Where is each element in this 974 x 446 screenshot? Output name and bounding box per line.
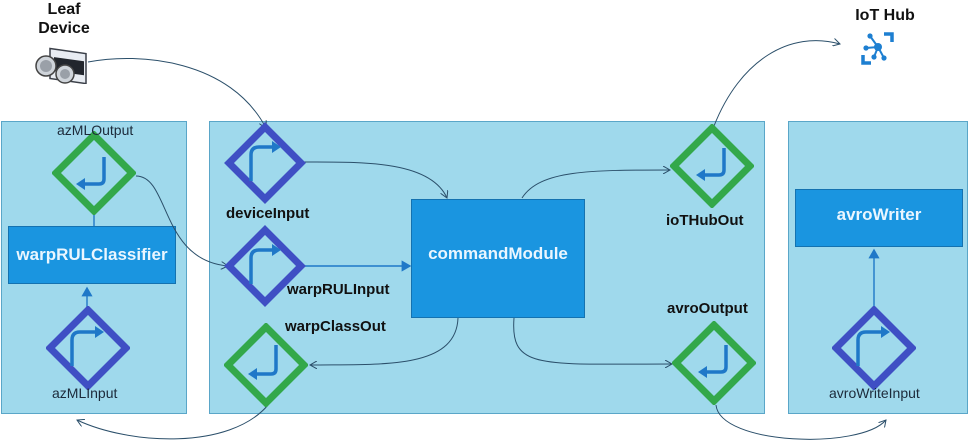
command-module-label: commandModule <box>428 243 568 263</box>
azml-input-label: azMLInput <box>52 385 118 401</box>
input-arrow-icon <box>70 330 98 366</box>
device-input-label: deviceInput <box>226 205 310 222</box>
azml-input-port[interactable] <box>45 305 131 391</box>
azml-output-label: azMLOutput <box>57 122 134 138</box>
warp-rul-classifier-label: warpRULClassifier <box>16 245 168 264</box>
avro-panel <box>788 121 968 414</box>
ultrasonic-sensor-icon <box>32 44 88 85</box>
leaf-device-title-line1: Leaf <box>47 1 81 18</box>
iothub-out-label: ioTHubOut <box>666 212 744 229</box>
output-arrow-icon <box>82 157 106 186</box>
iot-hub-icon <box>860 31 896 67</box>
warp-rul-input-port[interactable] <box>223 224 307 308</box>
azml-output-port[interactable] <box>51 130 137 216</box>
warp-rul-classifier-module[interactable]: warpRULClassifier <box>8 226 176 284</box>
iothub-out-port[interactable] <box>669 123 755 209</box>
iot-hub-title: IoT Hub <box>855 7 915 24</box>
avro-write-input-port[interactable] <box>831 305 917 391</box>
avro-output-port[interactable] <box>671 320 757 406</box>
avro-writer-label: avroWriter <box>836 205 922 224</box>
avro-write-input-label: avroWriteInput <box>829 385 920 401</box>
leaf-device-title-line2: Device <box>38 20 90 37</box>
connector-leaf-to-deviceinput <box>87 57 266 128</box>
leaf-device-title: Leaf Device <box>26 0 102 38</box>
warp-class-out-label: warpClassOut <box>285 318 386 335</box>
warp-class-out-port[interactable] <box>223 322 309 408</box>
avro-output-label: avroOutput <box>667 300 748 317</box>
connector-iothubout-to-iothub <box>713 41 840 127</box>
avro-writer-module[interactable]: avroWriter <box>795 189 963 247</box>
device-input-port[interactable] <box>223 121 307 205</box>
command-module[interactable]: commandModule <box>411 199 585 318</box>
warp-rul-input-label: warpRULInput <box>287 281 390 298</box>
